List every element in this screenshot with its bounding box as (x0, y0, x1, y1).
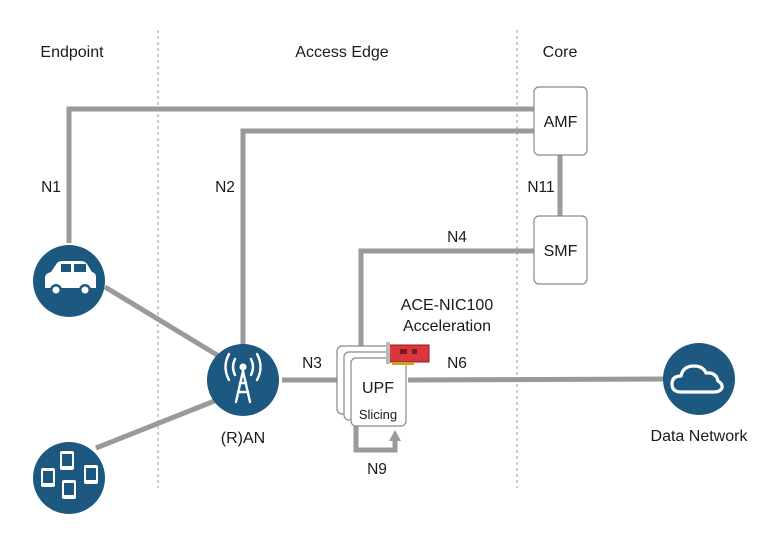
link-devices-ran (95, 395, 223, 451)
link-n2 (240, 128, 534, 355)
upf-label: UPF (362, 380, 394, 397)
interface-label-n2: N2 (215, 179, 235, 196)
link-car-ran (103, 284, 224, 361)
accel-label-line2: Acceleration (403, 318, 491, 335)
interface-label-n3: N3 (302, 355, 322, 372)
zone-label-access-edge: Access Edge (295, 44, 388, 61)
data-network-node[interactable] (663, 343, 735, 415)
antenna-tower-icon (224, 352, 262, 404)
data-network-label: Data Network (651, 428, 749, 445)
network-card-icon (386, 342, 430, 365)
cloud-icon (670, 364, 724, 394)
interface-label-n11: N11 (527, 179, 554, 196)
mobile-devices-icon (41, 451, 98, 499)
interface-label-n9: N9 (367, 461, 387, 478)
n9-arrowhead (389, 430, 401, 441)
upf-sub-label: Slicing (359, 407, 397, 422)
car-endpoint[interactable] (33, 245, 105, 317)
smf-label: SMF (544, 243, 578, 260)
amf-label: AMF (544, 114, 578, 131)
link-n1 (66, 106, 534, 243)
link-n6 (407, 376, 667, 383)
devices-endpoint[interactable] (33, 442, 105, 514)
link-n4 (358, 248, 534, 346)
accel-label-line1: ACE-NIC100 (401, 297, 494, 314)
interface-label-n6: N6 (447, 355, 467, 372)
interface-label-n1: N1 (41, 179, 61, 196)
interface-label-n4: N4 (447, 229, 467, 246)
ran-node[interactable] (207, 344, 279, 416)
amf-node[interactable]: AMF (533, 86, 588, 156)
ran-label: (R)AN (221, 430, 265, 447)
zone-label-endpoint: Endpoint (40, 44, 104, 61)
smf-node[interactable]: SMF (533, 215, 588, 285)
zone-label-core: Core (543, 44, 578, 61)
link-n9 (353, 424, 398, 453)
upf-node[interactable]: UPF Slicing (336, 345, 407, 427)
car-icon (45, 261, 96, 296)
